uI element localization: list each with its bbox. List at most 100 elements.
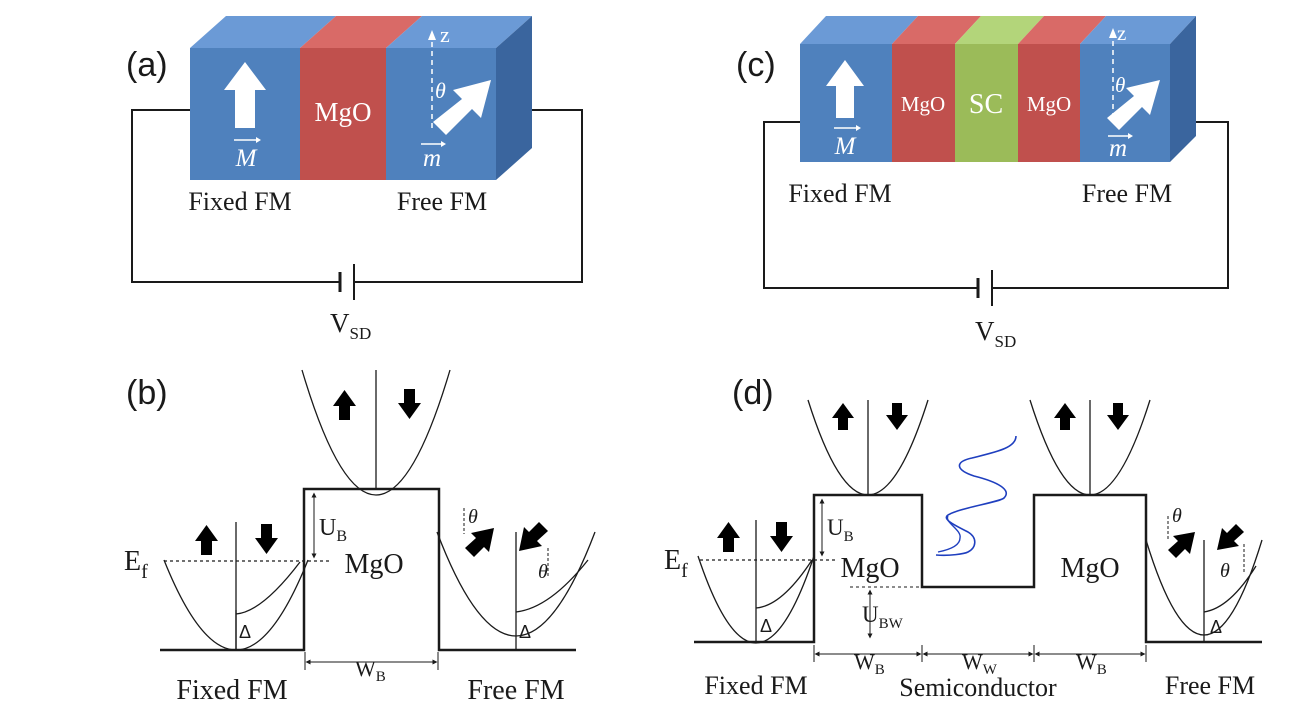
delta-left-d: Δ — [760, 616, 772, 636]
fermi-label-b: Ef — [124, 546, 148, 583]
barrier-band-b — [301, 369, 451, 496]
delta-right-b: Δ — [519, 622, 531, 642]
wb-right-label-d: WB — [1076, 649, 1107, 678]
free-fm-side-a — [496, 16, 532, 180]
panel-a: (a) VSD MgO M z θ m — [126, 16, 583, 343]
semiconductor-label-d: Semiconductor — [899, 673, 1057, 702]
fixed-fm-label-a: Fixed FM — [188, 187, 291, 216]
ubw-label-d: UBW — [862, 602, 904, 632]
free-fm-top-c — [1080, 16, 1196, 44]
mgo-left-label-c: MgO — [901, 92, 945, 116]
free-fm-label-c: Free FM — [1082, 179, 1172, 208]
svg-text:M: M — [834, 133, 857, 160]
spin-tilted-arrow-upper-b — [465, 528, 494, 557]
spin-down-arrow-left-d — [770, 522, 793, 552]
spin-up-arrow-left-b — [195, 525, 218, 555]
free-vector-label-c: m — [1108, 133, 1133, 162]
spin-tilted-arrow-lower-d — [1217, 524, 1244, 550]
fixed-fm-label-d: Fixed FM — [704, 671, 807, 700]
mgo-left-layer-c — [892, 44, 955, 162]
panel-a-label: (a) — [126, 46, 168, 84]
z-axis-label-c: z — [1117, 21, 1126, 45]
spin-down-arrow-left-b — [255, 524, 278, 554]
fixed-fm-band-shift-d — [755, 559, 813, 609]
fixed-magnetization-arrow-c — [826, 60, 864, 118]
ub-label-d: UB — [827, 515, 854, 545]
fixed-magnetization-arrow-a — [224, 62, 266, 128]
panel-c-label: (c) — [736, 46, 776, 84]
sc-label-c: SC — [969, 89, 1003, 120]
free-magnetization-arrow-a — [433, 80, 491, 135]
z-axis-head-c — [1109, 28, 1117, 38]
spin-up-arrow-barrier-left-d — [832, 403, 854, 430]
free-fm-label-a: Free FM — [397, 187, 487, 216]
spin-up-arrow-left-d — [717, 522, 740, 552]
free-fm-layer-c — [1080, 44, 1170, 162]
svg-text:m: m — [423, 145, 441, 172]
fixed-vector-label-a: M — [234, 137, 261, 172]
panel-b-label: (b) — [126, 374, 168, 412]
barrier-right-label-d: MgO — [1060, 553, 1119, 584]
circuit-wire-c — [763, 121, 1229, 289]
theta-label-a: θ — [435, 78, 446, 103]
free-magnetization-arrow-c — [1107, 80, 1160, 130]
fixed-vector-label-c: M — [834, 125, 861, 160]
fixed-fm-label-c: Fixed FM — [788, 179, 891, 208]
theta-label-c: θ — [1115, 73, 1125, 97]
z-axis-label-a: z — [440, 22, 450, 47]
delta-right-d: Δ — [1210, 617, 1222, 637]
mgo-right-label-c: MgO — [1027, 92, 1071, 116]
mgo-right-layer-c — [1018, 44, 1080, 162]
free-fm-top-a — [386, 16, 532, 48]
free-fm-label-d: Free FM — [1165, 671, 1255, 700]
fermi-label-d: Ef — [664, 545, 688, 582]
voltage-label-a: VSD — [330, 308, 371, 343]
mgo-right-top-c — [1018, 16, 1106, 44]
free-vector-label-a: m — [421, 141, 446, 172]
ub-label-b: UB — [319, 515, 347, 545]
band-profile-d — [694, 493, 1262, 644]
spin-tilted-arrow-upper-d — [1168, 532, 1195, 558]
free-fm-label-b: Free FM — [467, 675, 564, 706]
voltage-label-c: VSD — [975, 316, 1016, 351]
spin-down-arrow-barrier-left-d — [886, 403, 908, 430]
spin-down-arrow-mid-b — [398, 389, 421, 419]
z-axis-head-a — [428, 30, 436, 40]
ww-label-d: WW — [962, 649, 998, 678]
sc-top-c — [955, 16, 1044, 44]
free-fm-band-shift-b — [515, 559, 589, 613]
fixed-fm-top-a — [190, 16, 336, 48]
band-profile-b — [160, 487, 576, 652]
theta-lower-d: θ — [1220, 560, 1230, 582]
sc-layer-c — [955, 44, 1018, 162]
free-fm-band-shift-d — [1203, 565, 1257, 613]
fixed-fm-label-b: Fixed FM — [176, 675, 287, 706]
theta-upper-d: θ — [1172, 505, 1182, 527]
free-fm-side-c — [1170, 16, 1196, 162]
resonance-curve-d — [935, 435, 1017, 557]
mgo-layer-a — [300, 48, 386, 180]
fixed-fm-top-c — [800, 16, 918, 44]
barrier-left-label-d: MgO — [840, 553, 899, 584]
spin-tilted-arrow-lower-b — [519, 522, 548, 551]
theta-lower-b: θ — [538, 561, 548, 583]
svg-text:m: m — [1109, 135, 1127, 162]
resonance-curve-inner-d — [937, 515, 961, 553]
panel-d: (d) Δ Ef UB MgO UBW MgO — [664, 374, 1263, 702]
spin-up-arrow-mid-b — [333, 390, 356, 420]
mgo-label-a: MgO — [314, 97, 371, 127]
circuit-wire-a — [131, 109, 583, 283]
mgo-left-top-c — [892, 16, 981, 44]
fixed-fm-band-d — [697, 555, 815, 644]
panel-c: (c) VSD MgO SC MgO M z θ m — [736, 16, 1229, 351]
barrier-label-b: MgO — [344, 549, 403, 580]
panel-b: (b) Δ Ef UB MgO Δ θ θ — [124, 369, 596, 706]
svg-text:M: M — [235, 145, 258, 172]
mgo-top-a — [300, 16, 422, 48]
spin-up-arrow-barrier-right-d — [1054, 403, 1076, 430]
delta-left-b: Δ — [239, 622, 251, 642]
wb-left-label-d: WB — [854, 649, 885, 678]
theta-upper-b: θ — [468, 506, 478, 528]
panel-d-label: (d) — [732, 374, 774, 412]
